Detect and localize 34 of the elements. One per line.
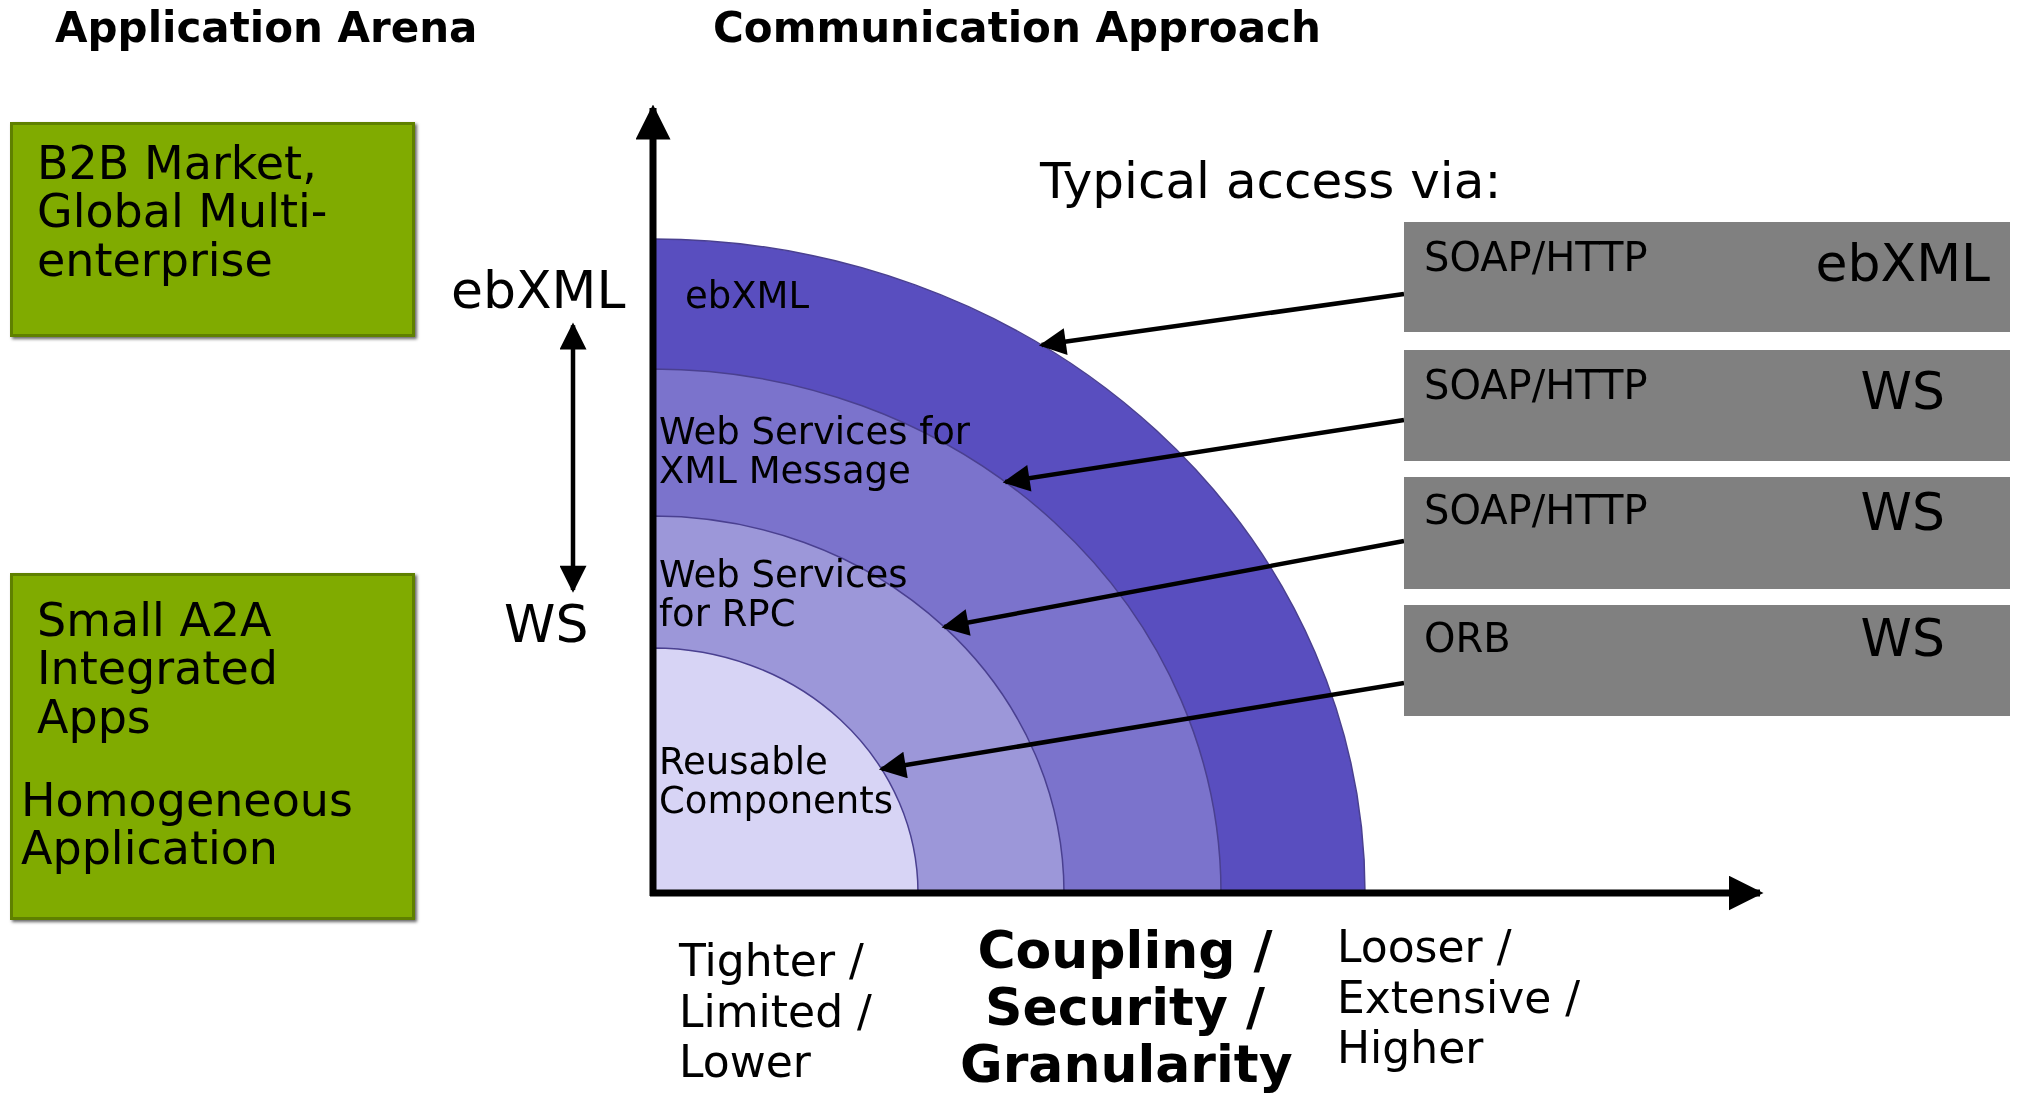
access-box	[1404, 350, 2010, 461]
axis-end-label: WS	[504, 596, 589, 654]
box-label: SOAP/HTTP	[1424, 364, 1648, 406]
access-box	[1404, 222, 2010, 332]
arrow	[1002, 417, 1405, 492]
access-box	[1404, 605, 2010, 716]
box-label: SOAP/HTTP	[1424, 236, 1648, 278]
axis-scale-label: Tighter / Limited / Lower	[679, 936, 873, 1088]
box-label: Homogeneous Application	[21, 776, 354, 873]
arrow	[1038, 291, 1405, 355]
column-heading: Application Arena	[55, 6, 478, 51]
arrow	[878, 680, 1405, 779]
arrow	[941, 538, 1405, 636]
axis-scale-label: Looser / Extensive / Higher	[1337, 922, 1582, 1074]
arena-box	[10, 122, 415, 337]
box-label: WS	[1860, 485, 1945, 540]
box-label: ORB	[1424, 617, 1511, 659]
box-label: WS	[1860, 364, 1945, 419]
band-label: ebXML	[685, 277, 811, 316]
axis-end-label: ebXML	[451, 262, 626, 320]
access-box	[1404, 477, 2010, 589]
band-label: Reusable Components	[659, 743, 895, 821]
arrow	[559, 322, 587, 593]
arena-box	[10, 573, 415, 920]
band-label: Web Services for RPC	[659, 556, 909, 634]
box-label: Small A2A Integrated Apps	[37, 596, 279, 741]
axis-title: Coupling / Security / Granularity	[960, 922, 1290, 1093]
box-label: WS	[1860, 611, 1945, 666]
box-label: ebXML	[1815, 236, 1990, 291]
note-text: Typical access via:	[1040, 155, 1502, 208]
box-label: B2B Market, Global Multi-enterprise	[37, 139, 329, 284]
column-heading: Communication Approach	[713, 6, 1321, 51]
box-label: SOAP/HTTP	[1424, 489, 1648, 531]
band-label: Web Services for XML Message	[659, 413, 972, 491]
